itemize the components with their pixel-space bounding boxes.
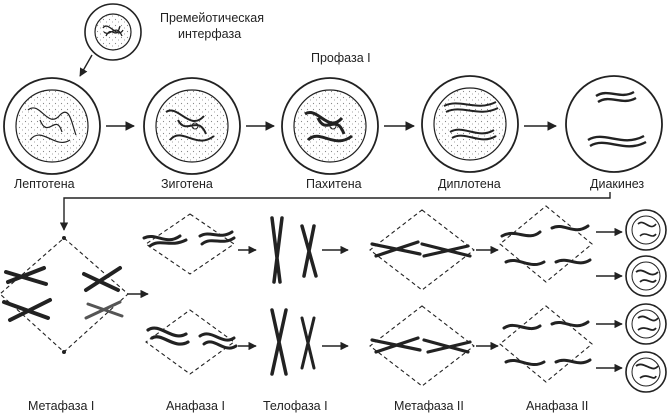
label-anaphase2: Анафаза II xyxy=(526,399,588,413)
label-leptotene: Лептотена xyxy=(14,177,75,191)
label-diakinesis: Диакинез xyxy=(590,177,644,191)
label-zygotene: Зиготена xyxy=(161,177,213,191)
label-pachytene: Пахитена xyxy=(306,177,362,191)
label-metaphase1: Метафаза I xyxy=(28,399,94,413)
label-telophase1: Телофаза I xyxy=(263,399,328,413)
telophase1-upper xyxy=(270,216,318,284)
daughter-cell-1 xyxy=(625,209,667,251)
daughter-cell-2 xyxy=(625,255,667,297)
interphase-label: Премейотическая xyxy=(160,11,264,25)
label-metaphase2: Метафаза II xyxy=(394,399,464,413)
zygotene-cell xyxy=(143,77,241,175)
diplotene-cell xyxy=(421,75,519,173)
label-anaphase1: Анафаза I xyxy=(166,399,225,413)
arrow-interphase xyxy=(79,54,93,77)
metaphase2-upper xyxy=(369,209,475,291)
pachytene-cell xyxy=(281,77,379,175)
metaphase1-spindle xyxy=(0,236,129,354)
leptotene-cell xyxy=(3,77,101,175)
anaphase1-lower xyxy=(145,309,238,375)
anaphase1-upper xyxy=(142,213,236,275)
anaphase2-upper xyxy=(499,205,593,283)
arrow-diakinesis-metaphase1 xyxy=(59,192,611,231)
telophase1-lower xyxy=(270,308,316,376)
metaphase2-lower xyxy=(369,305,475,387)
diakinesis-cell xyxy=(565,75,663,173)
daughter-cell-4 xyxy=(625,351,667,393)
interphase-cell xyxy=(84,3,142,61)
interphase-sublabel: интерфаза xyxy=(178,27,241,41)
daughter-cell-3 xyxy=(625,303,667,345)
prophase-title: Профаза I xyxy=(311,51,371,65)
anaphase2-lower xyxy=(499,305,593,383)
label-diplotene: Диплотена xyxy=(438,177,501,191)
